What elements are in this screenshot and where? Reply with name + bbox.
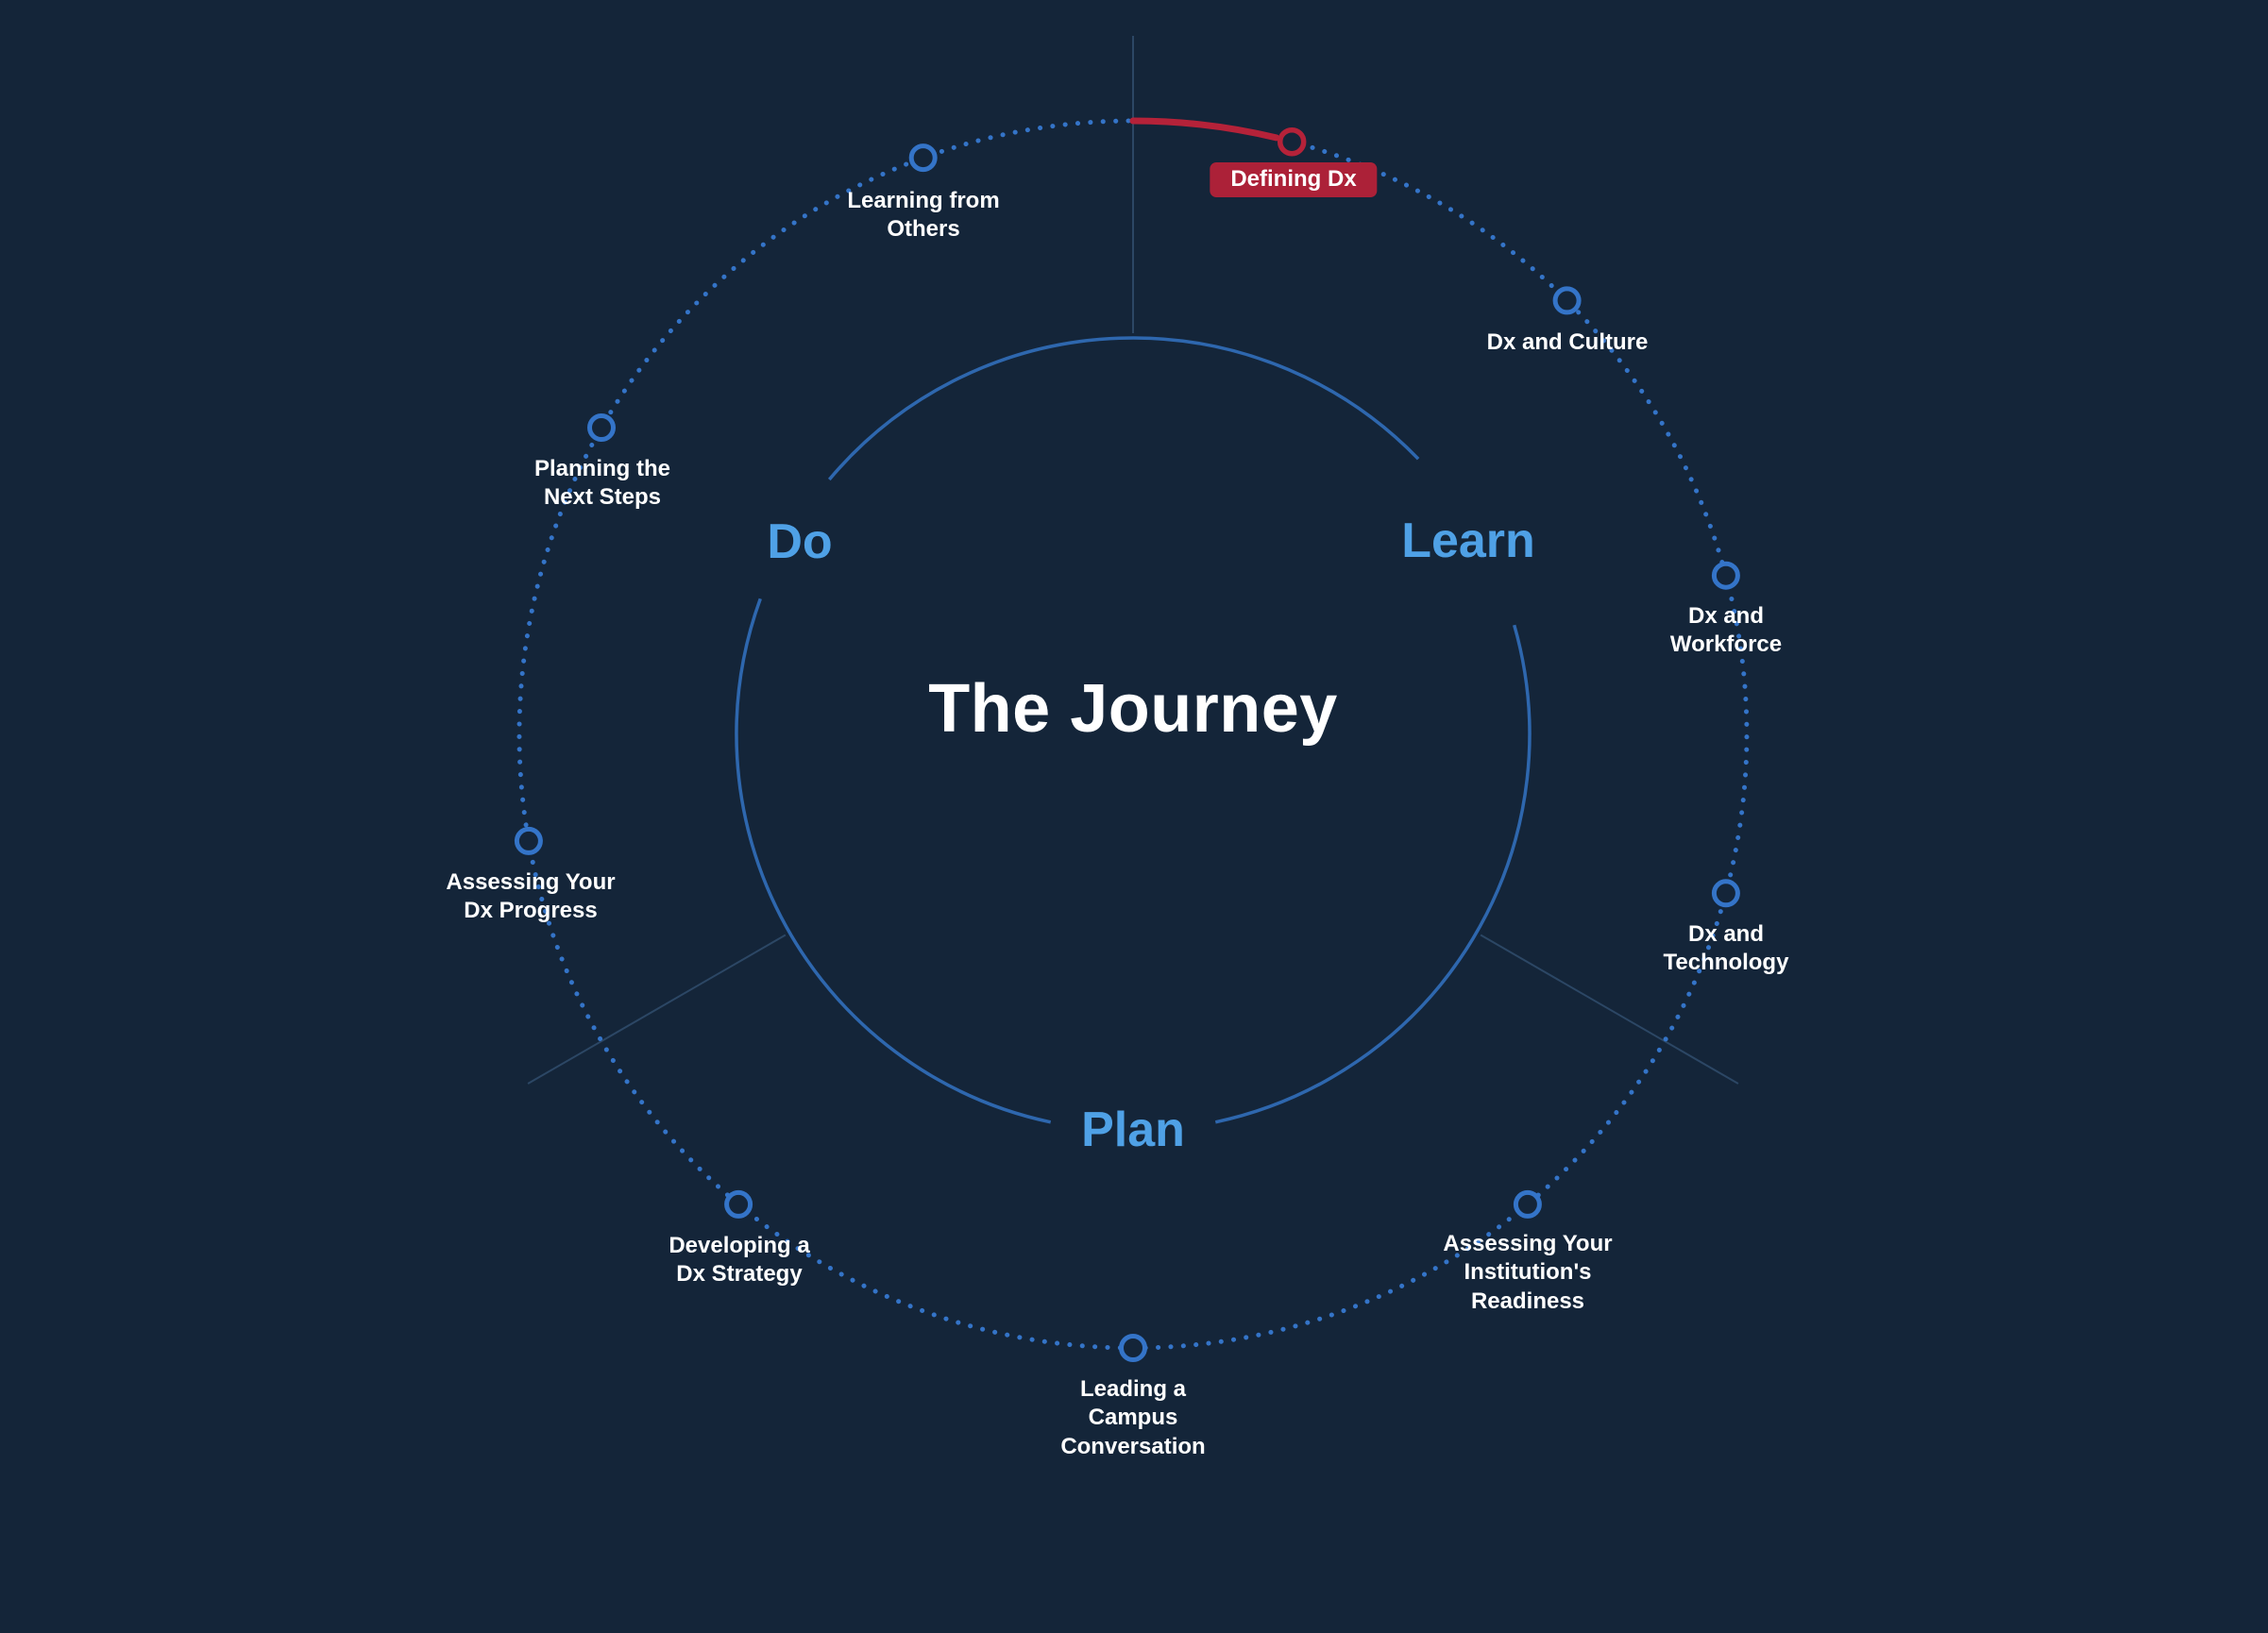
active-step-badge-defining-dx[interactable]: Defining Dx	[1210, 162, 1378, 197]
step-node-assessing-your-dx-progress[interactable]	[514, 826, 543, 855]
active-progress-arc	[1129, 117, 1280, 142]
section-divider-lower-right	[1480, 934, 1739, 1085]
step-node-planning-the-next-steps[interactable]	[587, 413, 616, 442]
step-label-dx-and-culture[interactable]: Dx and Culture	[1486, 329, 1649, 355]
section-label-learn: Learn	[1401, 513, 1535, 568]
section-label-plan: Plan	[1081, 1103, 1185, 1157]
step-node-assessing-your-institutions-readiness[interactable]	[1513, 1189, 1542, 1219]
step-label-dx-and-workforce[interactable]: Dx and Workforce	[1669, 603, 1783, 658]
step-node-dx-and-culture[interactable]	[1552, 286, 1582, 315]
step-node-assessing-institutions-readiness[interactable]	[1711, 879, 1740, 908]
step-node-defining-dx[interactable]	[1277, 126, 1307, 157]
section-divider-lower-left	[527, 934, 787, 1085]
page-title: The Journey	[928, 671, 1338, 747]
outer-dotted-circle	[516, 118, 1750, 1351]
step-label-assessing-your-institutions-readiness[interactable]: Assessing Your Institution's Readiness	[1443, 1231, 1613, 1314]
step-label-dx-and-technology[interactable]: Dx and Technology	[1663, 921, 1789, 976]
step-label-planning-the-next-steps[interactable]: Planning the Next Steps	[534, 456, 670, 511]
step-label-developing-a-dx-strategy[interactable]: Developing a Dx Strategy	[669, 1233, 810, 1288]
inner-circle-arc-plan-to-do	[735, 598, 1052, 1124]
step-node-developing-a-dx-strategy[interactable]	[724, 1189, 753, 1219]
step-label-learning-from-others[interactable]: Learning from Others	[847, 188, 1000, 243]
step-label-leading-a-campus-conversation[interactable]: Leading a Campus Conversation	[1060, 1376, 1206, 1459]
section-label-do: Do	[767, 514, 833, 569]
step-node-leading-a-campus-conversation[interactable]	[1119, 1334, 1147, 1362]
inner-circle-arc-learn-to-plan	[1214, 624, 1532, 1124]
step-label-assessing-your-dx-progress[interactable]: Assessing Your Dx Progress	[446, 869, 616, 924]
step-node-dx-and-workforce[interactable]	[1711, 561, 1740, 590]
step-node-learning-from-others[interactable]	[908, 143, 938, 173]
inner-circle-arc-do-to-learn	[827, 336, 1420, 481]
